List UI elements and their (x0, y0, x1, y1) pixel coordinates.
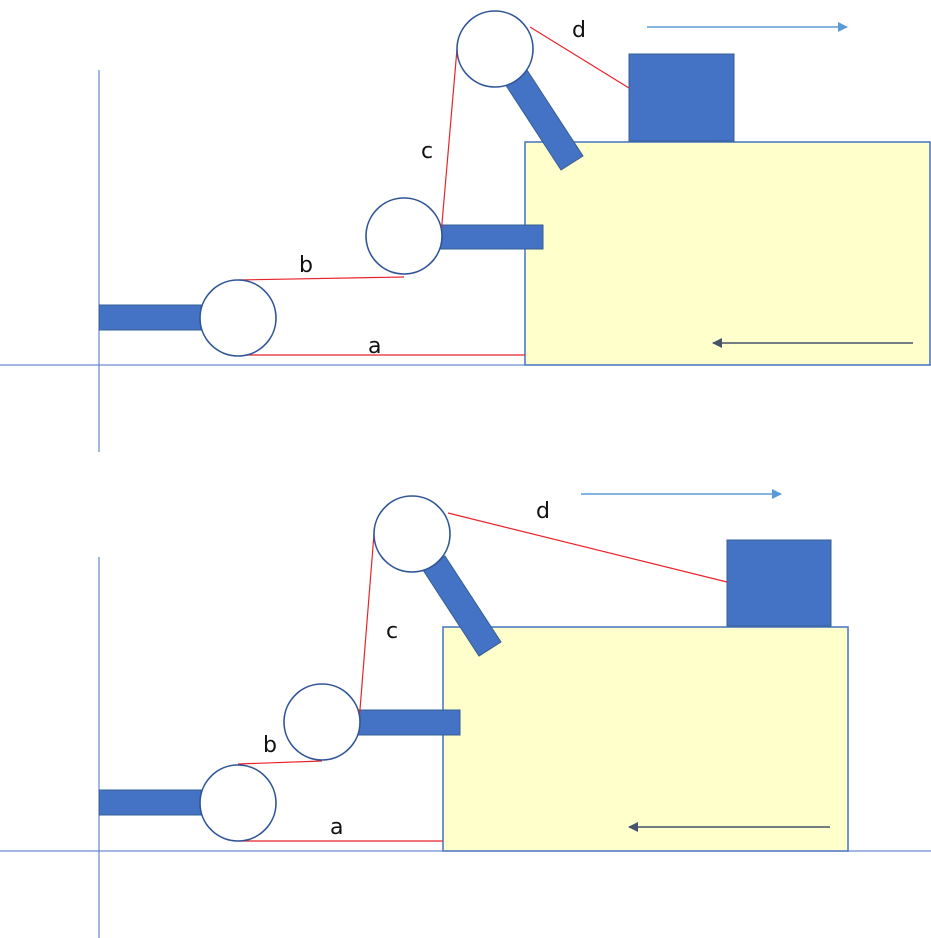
label-c: c (421, 139, 433, 164)
label-d: d (572, 18, 586, 43)
rope-d (447, 512, 728, 583)
rope-b (237, 276, 405, 281)
block (628, 53, 735, 142)
panel-1: a b c d (0, 10, 931, 452)
middle-arm (439, 224, 544, 250)
pulley-middle (283, 683, 361, 761)
pulley-upper (456, 10, 534, 88)
pulley-lower (199, 279, 277, 357)
label-c: c (386, 619, 398, 644)
wall-arm (98, 304, 202, 331)
middle-arm (357, 709, 461, 736)
label-b: b (299, 253, 313, 278)
wall-arm (98, 789, 202, 816)
rope-c (440, 48, 458, 236)
pulley-middle (365, 197, 443, 275)
rope-b (237, 760, 323, 765)
label-d: d (536, 499, 550, 524)
rope-d (529, 26, 630, 89)
pulley-lower (199, 764, 277, 842)
cart-box (442, 626, 849, 852)
label-a: a (368, 334, 381, 359)
panel-2: a b c d (0, 489, 931, 938)
block (726, 539, 832, 627)
rope-c (358, 533, 375, 723)
label-a: a (330, 815, 343, 840)
cart-box (524, 141, 931, 366)
pulley-upper (373, 495, 451, 573)
label-b: b (263, 733, 277, 758)
